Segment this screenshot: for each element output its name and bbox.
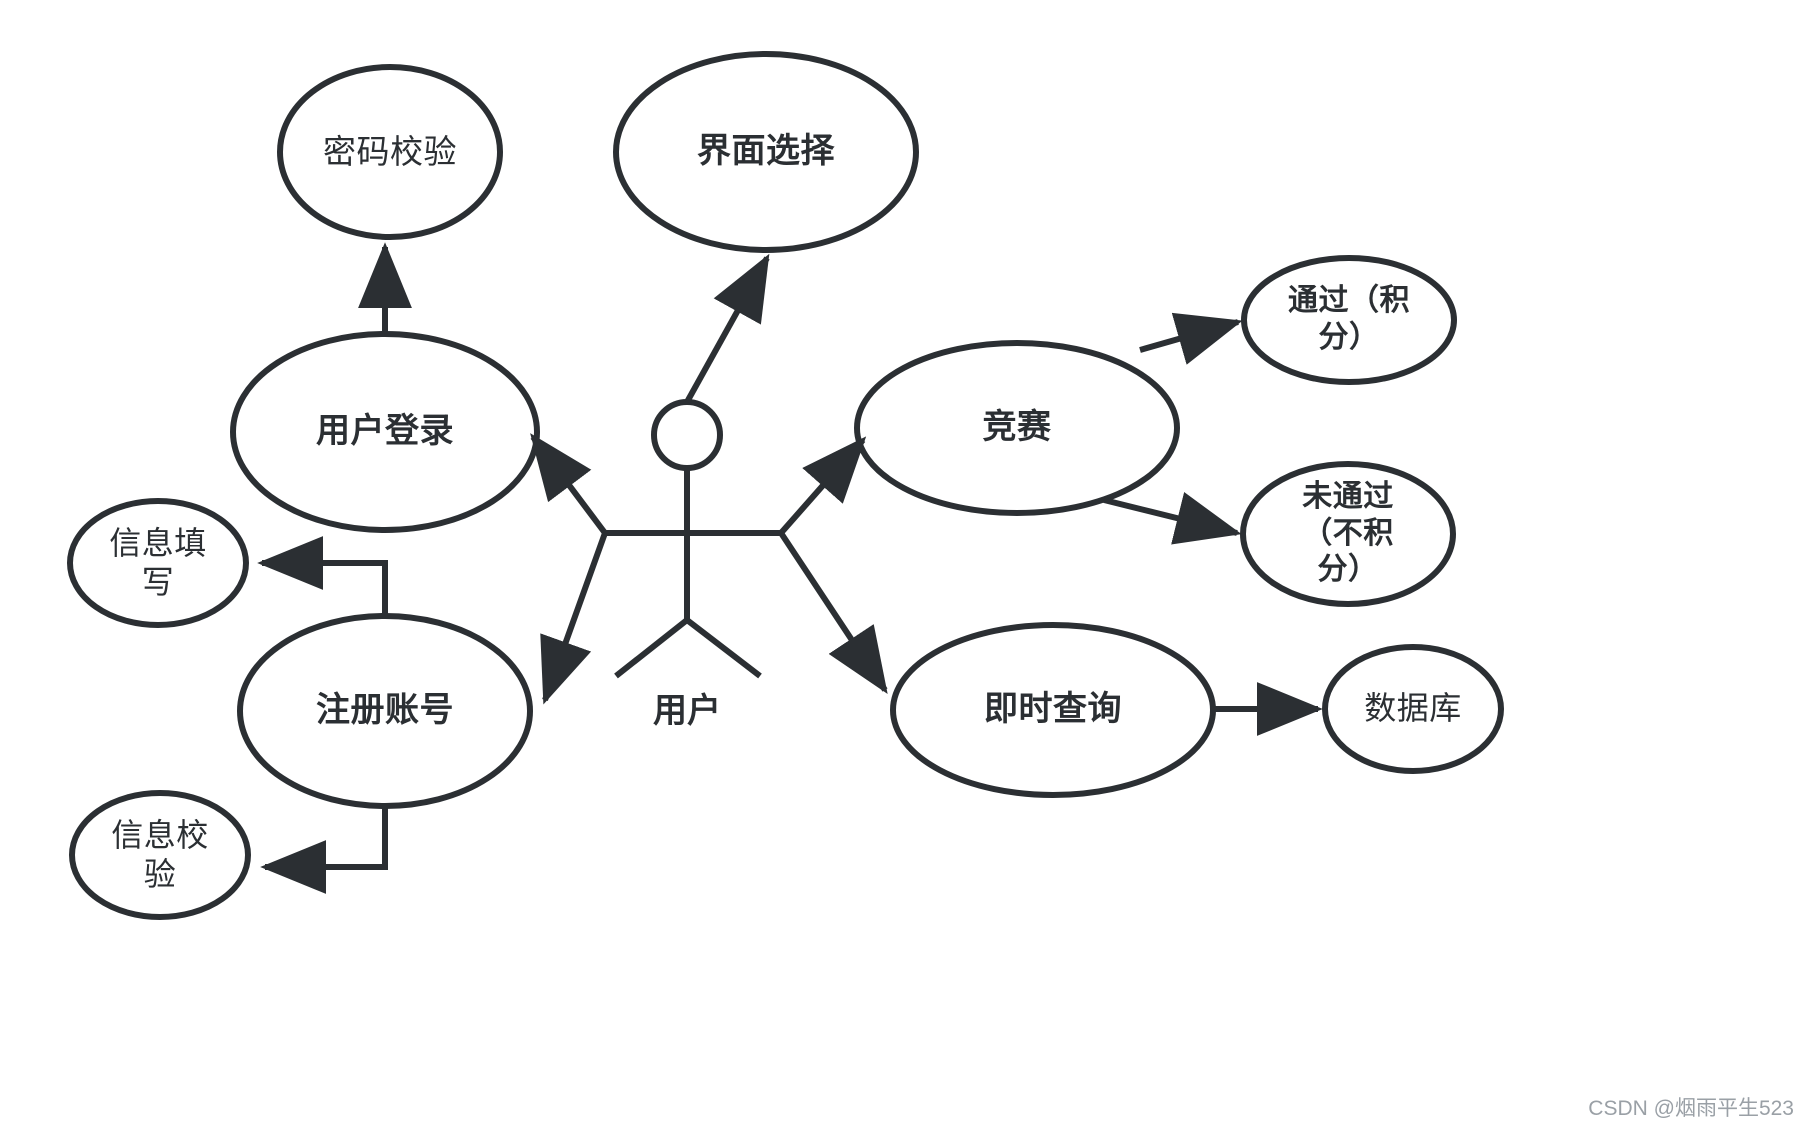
edge-competition-to-pass[interactable] [1139,312,1243,365]
node-competition[interactable] [854,340,1180,516]
edge-register-to-information-filling[interactable] [257,536,388,617]
actor-leg-left [614,617,689,679]
actor-head-icon [651,399,723,471]
edge-competition-to-fail[interactable] [1103,492,1242,545]
node-information-check[interactable] [69,790,251,920]
actor-leg-right [685,617,762,679]
node-fail-no-points[interactable] [1240,461,1456,607]
node-interface-selection[interactable] [613,51,919,253]
node-information-filling[interactable] [67,498,249,628]
node-realtime-query[interactable] [890,622,1216,798]
actor-label-user: 用户 [653,692,721,730]
edge-actor-to-interface-selection[interactable] [684,253,770,404]
node-user-login[interactable] [230,331,540,533]
node-register-account[interactable] [237,613,533,809]
edge-actor-to-register-account[interactable] [540,531,608,705]
edge-actor-to-realtime-query[interactable] [778,531,888,695]
node-pass-with-points[interactable] [1241,255,1457,385]
node-database[interactable] [1322,644,1504,774]
edge-register-to-information-check[interactable] [260,806,388,894]
node-password-verification[interactable] [277,64,503,240]
edge-actor-to-user-login[interactable] [530,433,608,535]
edge-actor-to-competition[interactable] [778,436,867,535]
watermark: CSDN @烟雨平生523 [1588,1097,1794,1120]
